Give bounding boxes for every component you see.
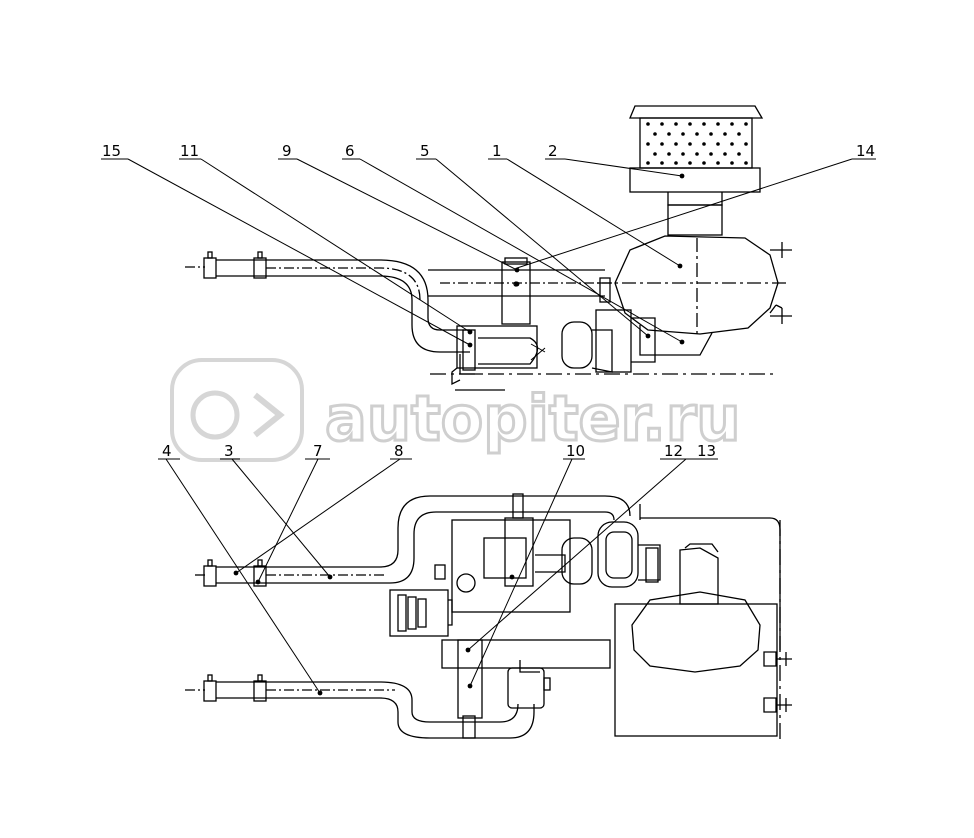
watermark-text: autopiter.ru <box>325 382 741 455</box>
top-view <box>185 105 792 391</box>
watermark: autopiter.ru <box>170 358 742 462</box>
intake-pipe-middle <box>195 493 631 587</box>
compressor-body <box>434 517 661 613</box>
callout-14: 14 <box>856 142 875 160</box>
callout-4: 4 <box>162 442 172 460</box>
callout-12: 12 <box>664 442 683 460</box>
callout-anchor-dots <box>233 173 685 696</box>
intake-pipe-cross <box>428 269 615 297</box>
callout-2: 2 <box>548 142 558 160</box>
callout-6: 6 <box>345 142 355 160</box>
callout-leaders <box>101 158 876 694</box>
intake-pipe-lower <box>185 674 535 739</box>
callout-15: 15 <box>102 142 121 160</box>
callout-8: 8 <box>394 442 404 460</box>
callout-3: 3 <box>224 442 234 460</box>
bracket-lower <box>441 639 611 739</box>
callout-7: 7 <box>313 442 323 460</box>
callout-5: 5 <box>420 142 430 160</box>
callout-1: 1 <box>492 142 502 160</box>
turbo-connector <box>451 277 656 386</box>
callout-labels: 15 11 9 6 5 1 2 14 4 3 7 8 10 12 13 <box>102 142 875 460</box>
callout-10: 10 <box>566 442 585 460</box>
bottom-view <box>185 493 792 740</box>
callout-11: 11 <box>180 142 199 160</box>
callout-9: 9 <box>282 142 292 160</box>
air-filter-cap <box>629 105 764 236</box>
callout-13: 13 <box>697 442 716 460</box>
autopiter-logo-icon <box>170 358 304 462</box>
filter-housing-lower <box>614 517 792 737</box>
filter-housing <box>597 235 792 356</box>
pulley <box>389 589 453 637</box>
intake-pipe-upper <box>185 251 470 353</box>
